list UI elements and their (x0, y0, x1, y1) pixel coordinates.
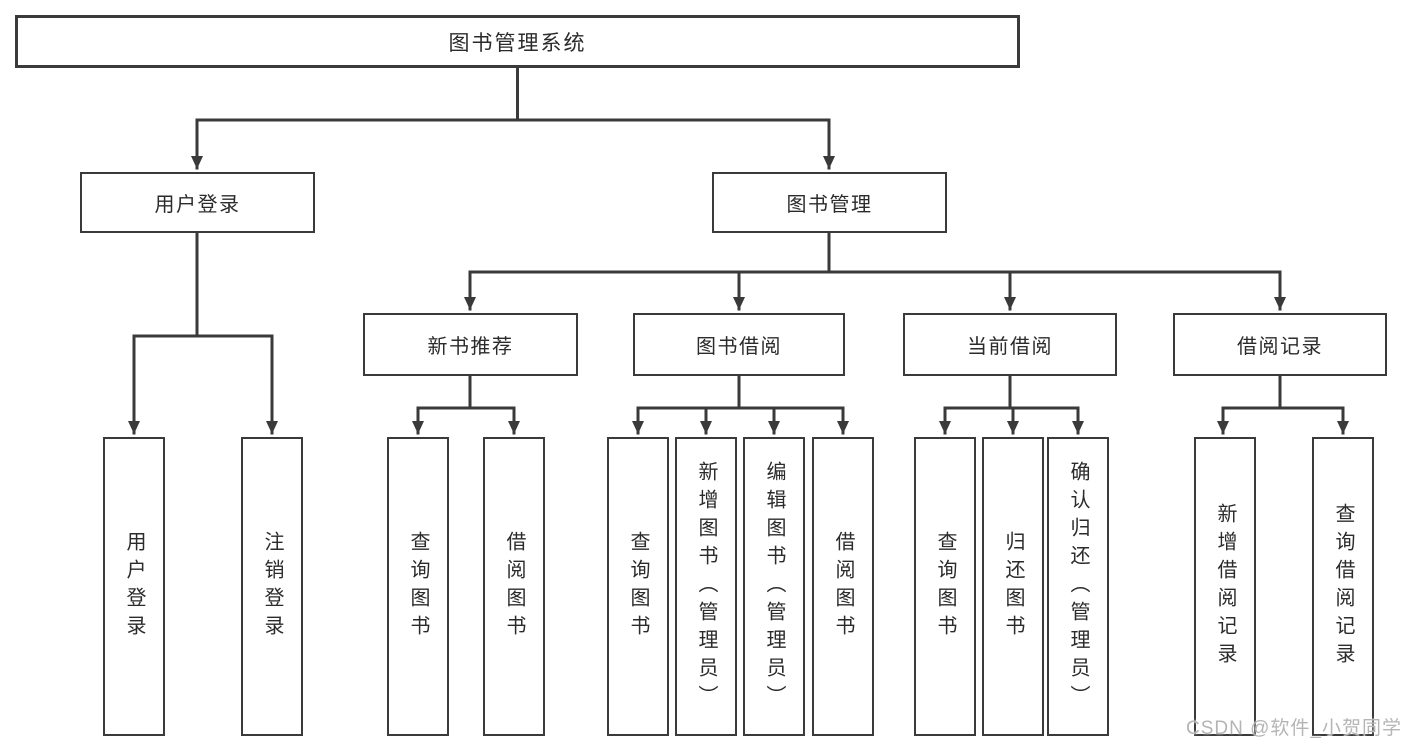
csdn-watermark: CSDN @软件_小贺同学 (1186, 718, 1402, 739)
node-book-borrow: 图书借阅 (633, 313, 845, 376)
leaf-current-confirm: 确认归还（管理员） (1047, 437, 1109, 736)
leaf-logout-label: 注销登录 (261, 530, 283, 643)
leaf-record-query-label: 查询借阅记录 (1332, 502, 1354, 671)
leaf-current-query-label: 查询图书 (934, 530, 956, 643)
connector-new-book-trunk (416, 374, 516, 410)
node-current-borrow-label: 当前借阅 (967, 336, 1053, 358)
connector-borrow-record-trunk (1221, 374, 1345, 410)
leaf-borrow-borrow-label: 借阅图书 (832, 530, 854, 643)
leaf-record-add-label: 新增借阅记录 (1214, 502, 1236, 671)
node-book-management-label: 图书管理 (786, 194, 873, 216)
node-book-borrow-label: 图书借阅 (696, 336, 782, 358)
leaf-newbook-query: 查询图书 (387, 437, 449, 736)
leaf-borrow-borrow: 借阅图书 (812, 437, 874, 736)
leaf-current-query: 查询图书 (914, 437, 976, 736)
leaf-record-add: 新增借阅记录 (1194, 437, 1256, 736)
leaf-borrow-query: 查询图书 (607, 437, 669, 736)
connector-current-borrow-trunk (943, 374, 1080, 410)
connector-book-borrow-trunk (636, 374, 845, 410)
leaf-borrow-add-label: 新增图书（管理员） (695, 460, 717, 713)
leaf-current-return-label: 归还图书 (1002, 530, 1024, 643)
leaf-current-return: 归还图书 (982, 437, 1044, 736)
node-borrow-record: 借阅记录 (1173, 313, 1387, 376)
leaf-newbook-borrow-label: 借阅图书 (503, 530, 525, 643)
leaf-logout: 注销登录 (241, 437, 303, 736)
connector-book-management-trunk (468, 231, 1282, 274)
connector-user-login-trunk (132, 231, 274, 338)
leaf-current-confirm-label: 确认归还（管理员） (1067, 460, 1089, 713)
leaf-newbook-query-label: 查询图书 (407, 530, 429, 643)
leaf-borrow-add: 新增图书（管理员） (675, 437, 737, 736)
leaf-user-login-label: 用户登录 (123, 530, 145, 643)
node-user-login-label: 用户登录 (154, 194, 241, 216)
leaf-borrow-query-label: 查询图书 (627, 530, 649, 643)
node-current-borrow: 当前借阅 (903, 313, 1117, 376)
leaf-borrow-edit-label: 编辑图书（管理员） (763, 460, 785, 713)
leaf-newbook-borrow: 借阅图书 (483, 437, 545, 736)
node-user-login: 用户登录 (80, 172, 315, 233)
node-root: 图书管理系统 (15, 15, 1020, 68)
leaf-record-query: 查询借阅记录 (1312, 437, 1374, 736)
connector-root-trunk (195, 66, 831, 122)
leaf-user-login: 用户登录 (103, 437, 165, 736)
node-book-management: 图书管理 (712, 172, 947, 233)
node-new-book-recommend: 新书推荐 (363, 313, 578, 376)
node-borrow-record-label: 借阅记录 (1237, 336, 1323, 358)
node-new-book-recommend-label: 新书推荐 (427, 336, 514, 358)
node-root-label: 图书管理系统 (448, 31, 587, 55)
leaf-borrow-edit: 编辑图书（管理员） (743, 437, 805, 736)
